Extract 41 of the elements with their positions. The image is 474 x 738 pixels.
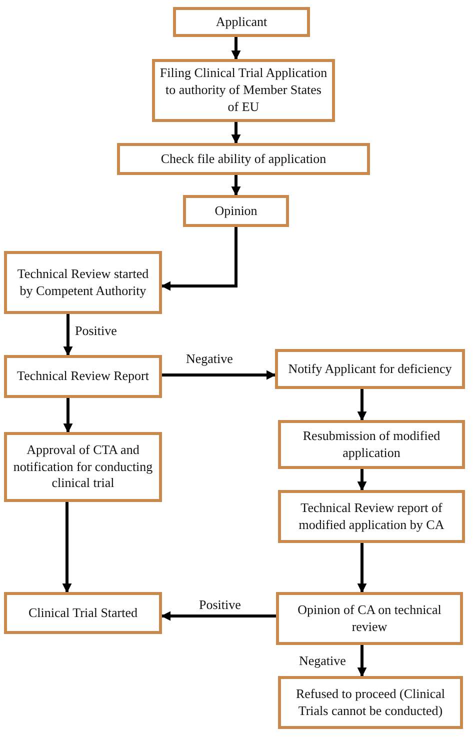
- box-text: Clinical Trial Started: [28, 604, 138, 622]
- box-text: Technical Review Report: [17, 368, 149, 385]
- process-box: [117, 143, 370, 175]
- box-text: Opinion of CA on technical review: [296, 602, 442, 636]
- process-box: [278, 420, 465, 469]
- box-text: Filing Clinical Trial Application to authority of Member States of EU: [159, 65, 328, 116]
- process-box: [275, 349, 465, 389]
- arrow: [62, 502, 72, 593]
- arrow: [161, 611, 276, 621]
- box-text: Opinion: [214, 202, 258, 220]
- edge-label: Negative: [185, 351, 234, 367]
- arrow: [357, 543, 367, 593]
- box-text: Check file ability of application: [160, 150, 326, 168]
- arrow: [357, 645, 367, 677]
- arrow: [162, 370, 276, 380]
- arrow: [357, 469, 367, 491]
- box-text: Technical Review started by Competent Authority: [16, 266, 150, 300]
- arrow: [63, 398, 73, 433]
- process-box: [278, 676, 463, 729]
- arrow: [231, 122, 241, 144]
- box-text: Technical Review report of modified application by CA: [298, 500, 446, 534]
- process-box: [4, 355, 162, 398]
- process-box: [4, 432, 162, 502]
- arrow: [231, 175, 241, 196]
- process-box: [4, 251, 162, 314]
- box-text: Applicant: [216, 14, 268, 30]
- process-box: [152, 59, 335, 122]
- edge-label: Negative: [298, 653, 347, 669]
- process-box: [276, 592, 463, 645]
- arrow: [63, 314, 73, 356]
- box-text: Notify Applicant for deficiency: [288, 360, 452, 378]
- box-text: Resubmission of modified application: [302, 428, 442, 462]
- arrow: [161, 227, 238, 291]
- box-text: Refused to proceed (Clinical Trials cannot be conducted): [294, 686, 446, 720]
- process-box: [278, 490, 465, 543]
- process-box: [4, 592, 162, 634]
- arrow: [357, 389, 367, 421]
- process-box: [183, 195, 289, 227]
- box-text: Approval of CTA and notification for conducting clinical trial: [12, 442, 154, 492]
- arrow: [231, 37, 241, 60]
- process-box: [173, 7, 310, 37]
